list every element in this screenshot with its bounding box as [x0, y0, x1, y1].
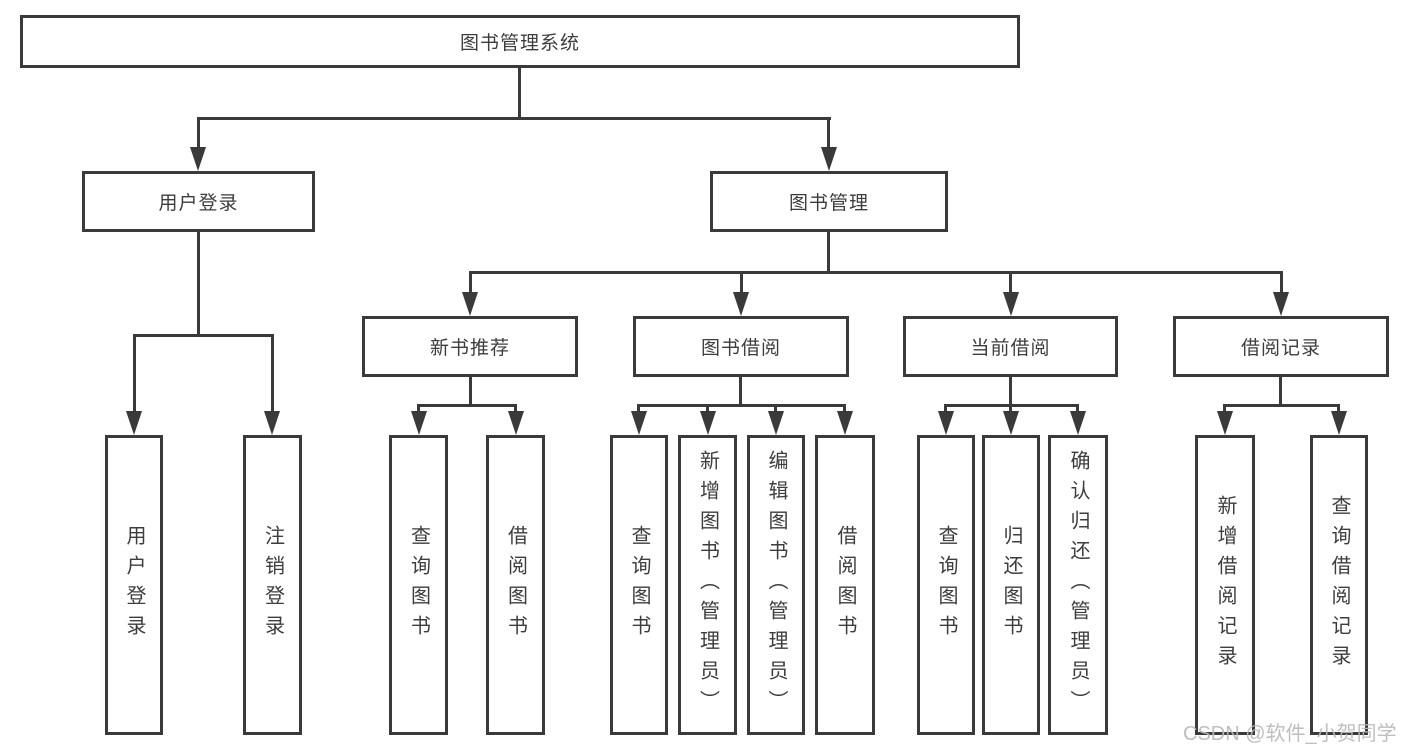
- arrow-down: [1273, 292, 1289, 316]
- arrow-down: [411, 411, 427, 435]
- connector-line: [774, 404, 777, 414]
- connector-line: [469, 271, 472, 295]
- connector-line: [197, 117, 831, 120]
- leaf-confirm-return-admin: 确认归还（管理员）: [1048, 435, 1108, 735]
- leaf-add-borrow-record-label: 新增借阅记录: [1214, 495, 1236, 675]
- leaf-logout-login-label: 注销登录: [261, 525, 284, 645]
- arrow-down: [1070, 411, 1086, 435]
- connector-line: [1223, 404, 1226, 414]
- connector-line: [1009, 271, 1012, 295]
- connector-line: [1280, 271, 1283, 295]
- arrow-down: [821, 147, 837, 171]
- arrow-down: [508, 411, 524, 435]
- connector-line: [417, 404, 517, 407]
- node-book-management-label: 图书管理: [788, 193, 869, 214]
- connector-line: [706, 404, 709, 414]
- leaf-edit-books-admin: 编辑图书（管理员）: [747, 435, 805, 735]
- arrow-down: [1331, 411, 1347, 435]
- arrow-down: [126, 411, 142, 435]
- leaf-query-books-current: 查询图书: [917, 435, 975, 735]
- connector-line: [1076, 404, 1079, 414]
- node-new-book-recommend-label: 新书推荐: [429, 338, 510, 359]
- connector-line: [197, 232, 200, 335]
- connector-line: [133, 334, 274, 337]
- arrow-down: [938, 411, 954, 435]
- node-current-borrowing: 当前借阅: [903, 316, 1118, 377]
- node-borrowing-records-label: 借阅记录: [1240, 338, 1321, 359]
- leaf-query-books-newrec-label: 查询图书: [407, 525, 430, 645]
- leaf-query-books-borrow: 查询图书: [610, 435, 668, 735]
- arrow-down: [462, 292, 478, 316]
- arrow-down: [1217, 411, 1233, 435]
- node-user-login-label: 用户登录: [158, 193, 239, 214]
- connector-line: [637, 404, 845, 407]
- arrow-down: [733, 292, 749, 316]
- connector-line: [1009, 404, 1012, 414]
- node-root: 图书管理系统: [20, 15, 1020, 68]
- leaf-user-login-label: 用户登录: [123, 525, 145, 645]
- leaf-return-books-label: 归还图书: [1000, 525, 1022, 645]
- connector-line: [271, 334, 274, 414]
- node-borrowing-records: 借阅记录: [1173, 316, 1389, 377]
- watermark-text: CSDN @软件_小贺同学: [1183, 723, 1397, 745]
- leaf-query-borrow-record-label: 查询借阅记录: [1328, 495, 1350, 675]
- leaf-return-books: 归还图书: [982, 435, 1040, 735]
- leaf-add-borrow-record: 新增借阅记录: [1195, 435, 1255, 735]
- arrow-down: [837, 411, 853, 435]
- leaf-query-books-borrow-label: 查询图书: [628, 525, 650, 645]
- node-new-book-recommend: 新书推荐: [362, 316, 578, 377]
- node-book-management: 图书管理: [710, 171, 948, 232]
- leaf-query-borrow-record: 查询借阅记录: [1310, 435, 1368, 735]
- connector-line: [133, 334, 136, 414]
- connector-line: [197, 117, 200, 150]
- node-root-label: 图书管理系统: [459, 33, 580, 54]
- leaf-query-books-current-label: 查询图书: [935, 525, 957, 645]
- connector-line: [514, 404, 517, 414]
- connector-line: [827, 117, 830, 150]
- connector-line: [1279, 377, 1282, 405]
- leaf-logout-login: 注销登录: [243, 435, 302, 735]
- leaf-borrow-books-label: 借阅图书: [834, 525, 856, 645]
- leaf-add-books-admin-label: 新增图书（管理员）: [696, 450, 719, 720]
- arrow-down: [1003, 292, 1019, 316]
- arrow-down: [768, 411, 784, 435]
- leaf-add-books-admin: 新增图书（管理员）: [678, 435, 737, 735]
- connector-line: [469, 271, 1282, 274]
- connector-line: [518, 68, 521, 117]
- arrow-down: [631, 411, 647, 435]
- leaf-borrow-books-newrec-label: 借阅图书: [504, 525, 527, 645]
- node-book-borrowing-label: 图书借阅: [700, 338, 781, 359]
- connector-line: [944, 404, 947, 414]
- connector-line: [417, 404, 420, 414]
- leaf-confirm-return-admin-label: 确认归还（管理员）: [1067, 450, 1089, 720]
- leaf-user-login: 用户登录: [105, 435, 163, 735]
- connector-line: [1337, 404, 1340, 414]
- leaf-edit-books-admin-label: 编辑图书（管理员）: [765, 450, 787, 720]
- connector-line: [469, 377, 472, 405]
- connector-line: [1009, 377, 1012, 405]
- connector-line: [740, 271, 743, 295]
- node-current-borrowing-label: 当前借阅: [970, 338, 1051, 359]
- arrow-down: [190, 147, 206, 171]
- connector-line: [843, 404, 846, 414]
- connector-line: [1223, 404, 1340, 407]
- leaf-query-books-newrec: 查询图书: [389, 435, 448, 735]
- node-book-borrowing: 图书借阅: [633, 316, 849, 377]
- connector-line: [827, 232, 830, 273]
- leaf-borrow-books-newrec: 借阅图书: [486, 435, 545, 735]
- arrow-down: [264, 411, 280, 435]
- arrow-down: [700, 411, 716, 435]
- connector-line: [637, 404, 640, 414]
- connector-line: [739, 377, 742, 405]
- arrow-down: [1003, 411, 1019, 435]
- leaf-borrow-books: 借阅图书: [815, 435, 875, 735]
- node-user-login: 用户登录: [82, 171, 315, 232]
